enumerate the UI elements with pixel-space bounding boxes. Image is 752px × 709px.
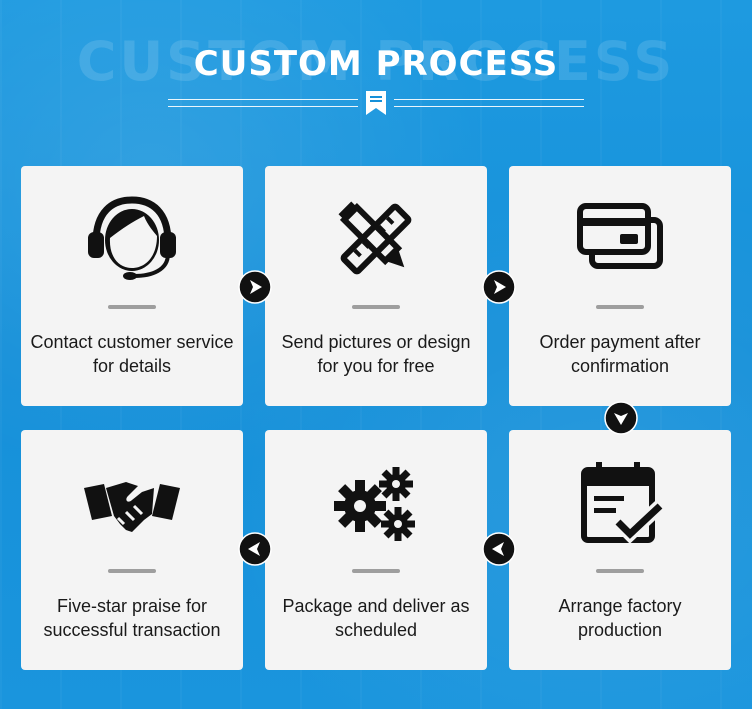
step-divider	[108, 569, 156, 573]
title-rule-left	[168, 99, 358, 107]
step-label: Order payment after confirmation	[539, 332, 701, 376]
step-label: Five-star praise for successful transact…	[43, 596, 221, 640]
step-card-design: Send pictures or design for you for free	[265, 166, 487, 406]
calendar-check-icon	[581, 462, 665, 544]
step-card-payment: Order payment after confirmation	[509, 166, 731, 406]
step-divider	[108, 305, 156, 309]
step-label: Package and deliver as scheduled	[282, 596, 470, 640]
headset-agent-icon	[88, 196, 176, 280]
handshake-icon	[84, 482, 180, 532]
step-label: Arrange factory production	[558, 596, 682, 640]
step-divider	[596, 569, 644, 573]
arrow-right-icon	[482, 270, 516, 304]
step-card-production: Arrange factory production	[509, 430, 731, 670]
step-divider	[352, 569, 400, 573]
ruler-pencil-icon	[338, 201, 412, 275]
bookmark-icon	[366, 91, 386, 115]
page-title: CUSTOM PROCESS	[193, 44, 559, 84]
step-divider	[352, 305, 400, 309]
header-ghost-text: CUSTOM PROCESS	[76, 30, 676, 93]
step-card-delivery: Package and deliver as scheduled	[265, 430, 487, 670]
step-label: Contact customer service for details	[30, 332, 234, 376]
arrow-down-icon	[604, 401, 638, 435]
arrow-left-icon	[238, 532, 272, 566]
step-label: Send pictures or design for you for free	[281, 332, 471, 376]
title-rule-right	[394, 99, 584, 107]
step-card-praise: Five-star praise for successful transact…	[21, 430, 243, 670]
credit-cards-icon	[577, 203, 663, 269]
gears-icon	[334, 467, 415, 541]
step-divider	[596, 305, 644, 309]
arrow-right-icon	[238, 270, 272, 304]
arrow-left-icon	[482, 532, 516, 566]
step-card-contact: Contact customer service for details	[21, 166, 243, 406]
